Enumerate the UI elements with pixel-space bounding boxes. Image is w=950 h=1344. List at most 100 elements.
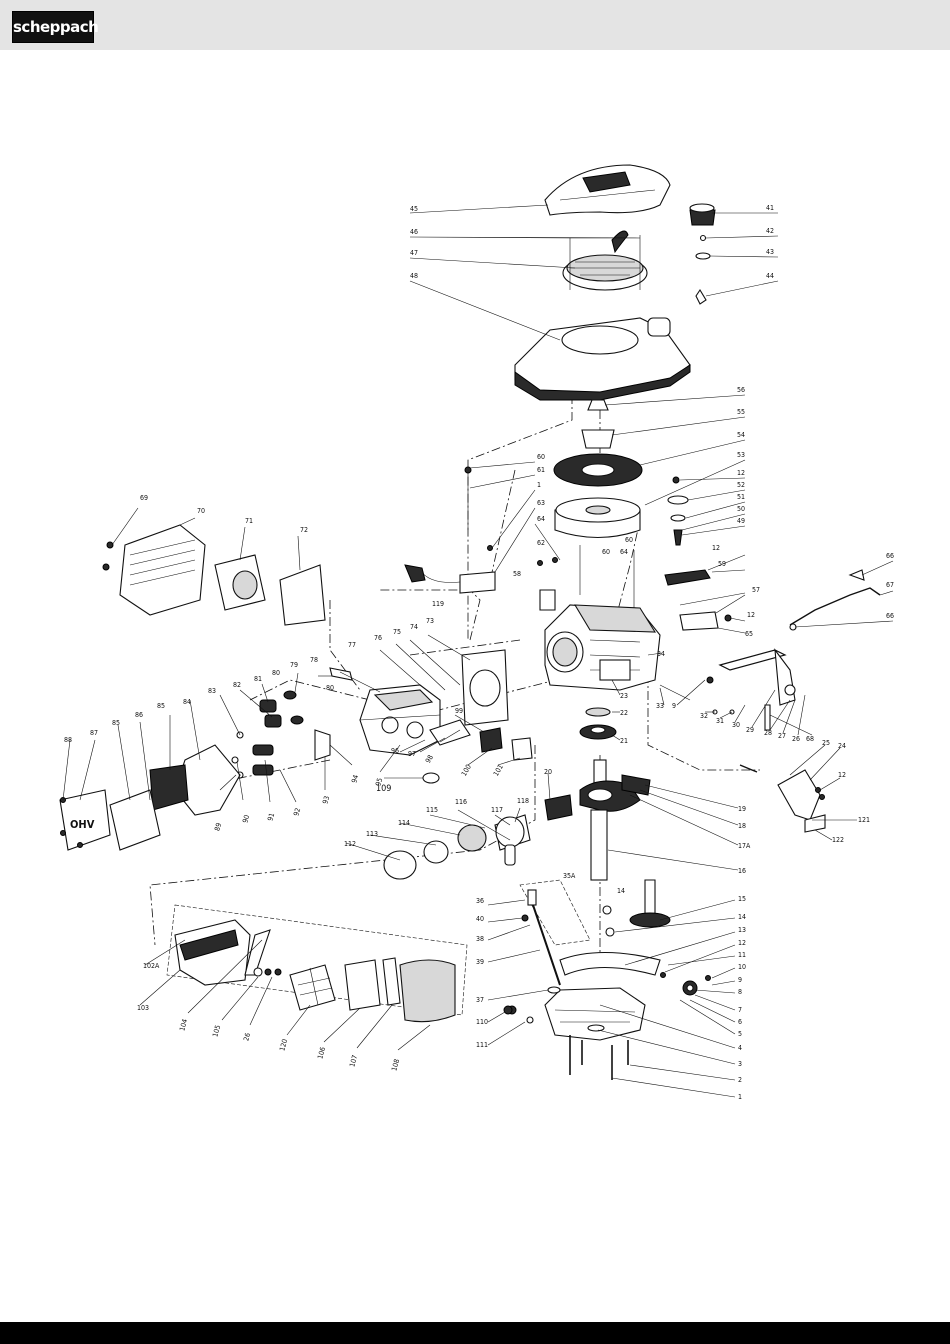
callout-114: 114: [398, 819, 410, 827]
callout-122: 122: [832, 836, 844, 844]
callout-19: 19: [738, 805, 746, 813]
callout-117: 117: [491, 806, 503, 814]
callout-119: 119: [432, 600, 444, 608]
callout-12: 12: [838, 771, 846, 779]
callout-4: 4: [738, 1044, 742, 1052]
callout-2: 2: [738, 1076, 742, 1084]
callout-92: 92: [292, 807, 302, 817]
callout-58: 58: [513, 570, 521, 578]
callout-93: 93: [321, 795, 331, 805]
callout-69: 69: [140, 494, 148, 502]
callout-78: 78: [310, 656, 318, 664]
callout-103: 103: [137, 1004, 149, 1012]
callout-43: 43: [766, 248, 774, 256]
callout-46: 46: [410, 228, 418, 236]
callout-54: 54: [737, 431, 745, 439]
muffler-heat-shield: [279, 564, 326, 626]
callout-26: 26: [792, 735, 800, 743]
callout-15: 15: [738, 895, 746, 903]
camshaft-gear: [559, 879, 711, 996]
callout-111: 111: [476, 1041, 488, 1049]
callout-42: 42: [766, 227, 774, 235]
callout-5: 5: [738, 1030, 742, 1038]
callout-101: 101: [492, 763, 505, 777]
callout-89: 89: [213, 822, 223, 832]
callout-62: 62: [537, 539, 545, 547]
callout-70: 70: [197, 507, 205, 515]
callout-59: 59: [718, 560, 726, 568]
callout-14: 14: [738, 913, 746, 921]
callout-12: 12: [738, 939, 746, 947]
callout-53: 53: [737, 451, 745, 459]
cylinder-head: [359, 684, 441, 756]
muffler: [214, 554, 266, 611]
callout-17a: 17A: [738, 842, 751, 850]
footer-bar: [0, 1322, 950, 1344]
callout-81: 81: [254, 675, 262, 683]
callout-113: 113: [366, 830, 378, 838]
callout-18: 18: [738, 822, 746, 830]
callout-77: 77: [348, 641, 356, 649]
callout-36: 36: [476, 897, 484, 905]
crankshaft: [544, 759, 651, 881]
callout-85: 85: [112, 719, 120, 727]
ignition-coil: [404, 564, 556, 611]
leader-lines: [62, 204, 894, 1098]
callout-14: 14: [617, 887, 625, 895]
long-bolts: [464, 466, 680, 612]
valve-springs: [231, 690, 331, 779]
callout-79: 79: [290, 661, 298, 669]
callout-112: 112: [344, 840, 356, 848]
fan-housing: [514, 317, 691, 401]
callout-1: 1: [537, 481, 541, 489]
callout-60: 60: [625, 536, 633, 544]
crankcase-block: [544, 604, 661, 691]
callout-44: 44: [766, 272, 774, 280]
callout-85: 85: [157, 702, 165, 710]
callout-105: 105: [211, 1024, 222, 1038]
header-bar: scheppach: [0, 0, 950, 50]
callout-45: 45: [410, 205, 418, 213]
callout-12: 12: [747, 611, 755, 619]
callout-22: 22: [620, 709, 628, 717]
callout-16: 16: [738, 867, 746, 875]
callout-12: 12: [737, 469, 745, 477]
callout-labels: 45 46 47 48 41 42 43 44 56 55 54 53 12 5…: [64, 204, 894, 1101]
throttle-rod: [789, 569, 881, 631]
muffler-guard: [102, 524, 206, 616]
dipstick: [507, 889, 561, 1024]
dipstick-group-box: [519, 879, 591, 946]
callout-28: 28: [764, 729, 772, 737]
assembly-guide-lines: [149, 395, 760, 960]
callout-33: 33: [656, 702, 664, 710]
callout-86: 86: [135, 711, 143, 719]
bearings: [579, 707, 617, 740]
callout-104: 104: [178, 1018, 189, 1032]
callout-55: 55: [737, 408, 745, 416]
ohv-marking: OHV: [70, 818, 95, 831]
callout-106: 106: [316, 1046, 327, 1060]
callout-80: 80: [272, 669, 280, 677]
callout-47: 47: [410, 249, 418, 257]
callout-115: 115: [426, 806, 438, 814]
callout-96: 96: [391, 747, 399, 755]
callout-94: 94: [350, 774, 360, 784]
brand-logo: scheppach: [12, 11, 99, 43]
callout-24: 24: [838, 742, 846, 750]
callout-29: 29: [746, 726, 754, 734]
callout-30: 30: [732, 721, 740, 729]
callout-90: 90: [241, 814, 251, 824]
callout-64: 64: [620, 548, 628, 556]
callout-51: 51: [737, 493, 745, 501]
callout-71: 71: [245, 517, 253, 525]
callout-23: 23: [620, 692, 628, 700]
callout-91: 91: [266, 812, 276, 822]
callout-13: 13: [738, 926, 746, 934]
callout-97: 97: [408, 750, 416, 758]
callout-75: 75: [393, 628, 401, 636]
callout-107: 107: [348, 1054, 359, 1068]
callout-9: 9: [672, 702, 676, 710]
callout-25: 25: [822, 739, 830, 747]
callout-57: 57: [752, 586, 760, 594]
callout-7: 7: [738, 1006, 742, 1014]
